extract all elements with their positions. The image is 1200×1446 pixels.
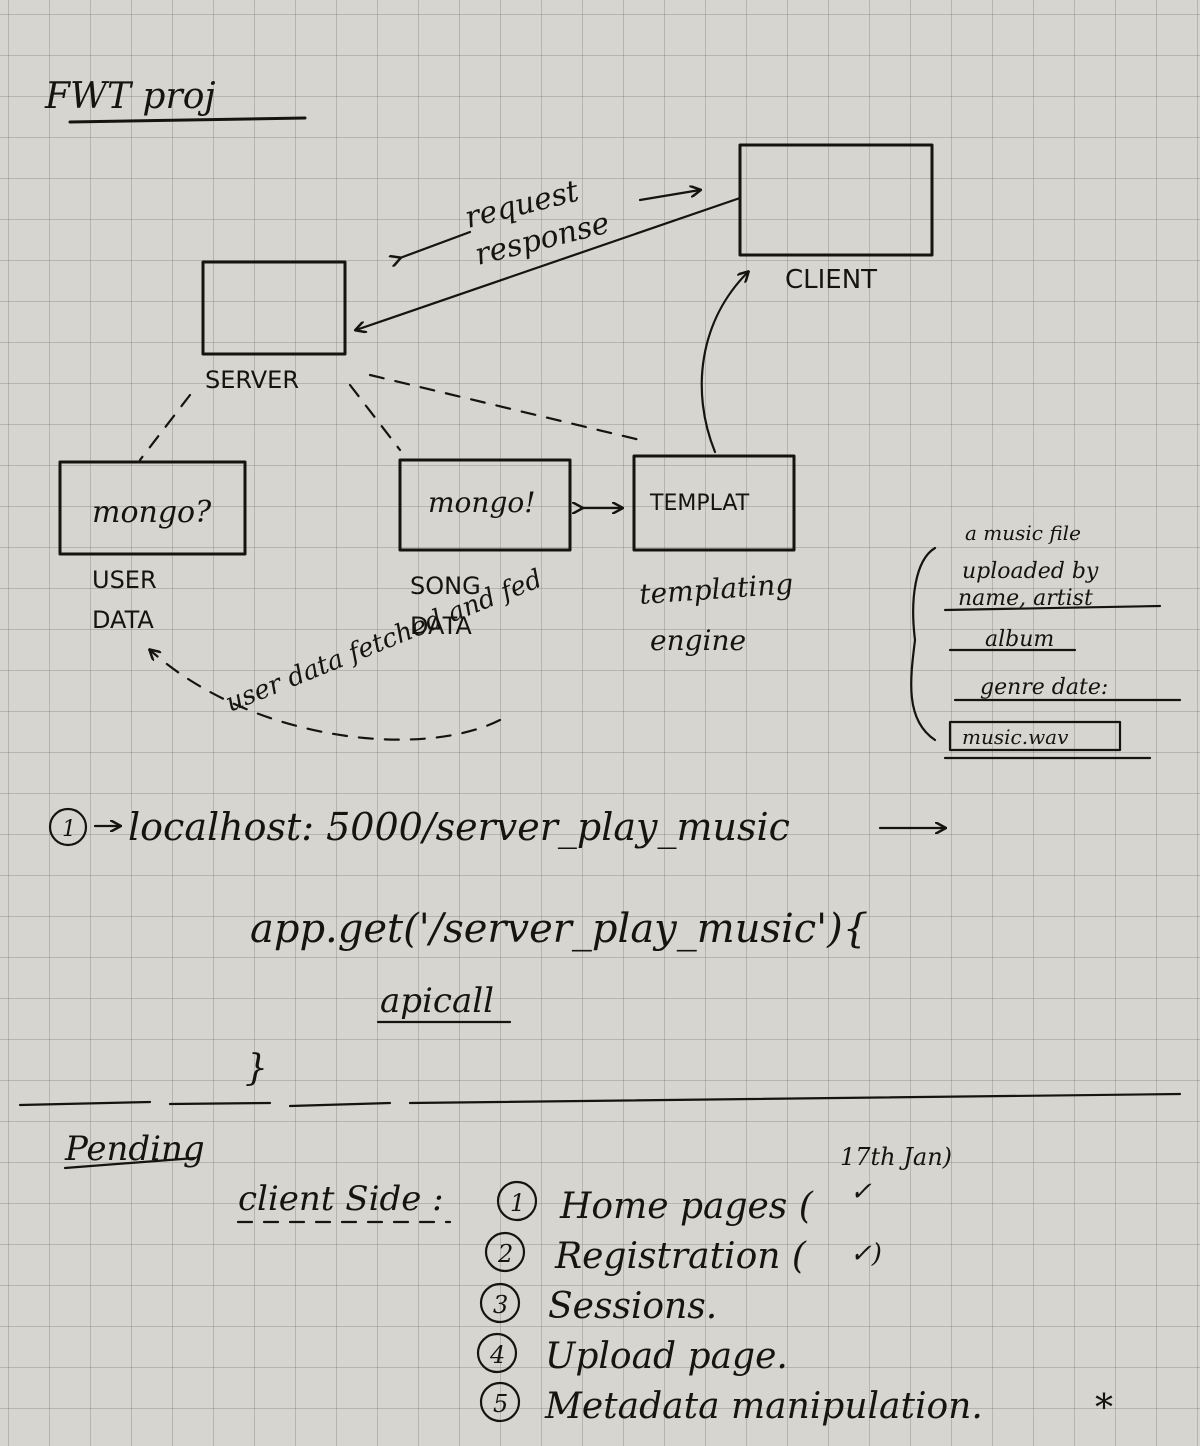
request-arrow — [400, 230, 472, 258]
pending-item-5-circle — [479, 1381, 521, 1423]
route-code-line: app.get('/server_play_music'){ — [250, 906, 868, 952]
client-side-label: client Side : — [238, 1179, 444, 1219]
client-box — [738, 143, 934, 257]
song-db-text: mongo! — [428, 486, 535, 519]
pending-item-2-circle — [484, 1231, 526, 1273]
response-arrow — [356, 196, 742, 330]
sidenote-file: music.wav — [962, 725, 1069, 749]
pending-item-1: 1 Home pages ( ✓ — [496, 1177, 872, 1227]
server-to-song-db-link — [348, 383, 402, 452]
song-db-box — [398, 458, 572, 552]
sidenote-line-1: a music file — [965, 521, 1081, 545]
section-divider — [18, 1092, 1182, 1108]
pending-item-4-text: Upload page. — [545, 1336, 788, 1377]
sidenote-brace — [910, 546, 937, 742]
route-url: localhost: 5000/server_play_music — [128, 805, 790, 850]
sidenote-file-box — [948, 720, 1122, 752]
user-db-label-1: USER — [92, 566, 157, 594]
title-underline — [68, 116, 307, 124]
pending-item-2-number: 2 — [497, 1240, 513, 1268]
route-step-circle — [48, 807, 88, 847]
route-step-number: 1 — [62, 817, 76, 842]
pending-item-5-number: 5 — [493, 1390, 508, 1418]
server-to-user-db-link — [138, 393, 192, 462]
server-to-template-link — [368, 373, 642, 442]
template-label-2: engine — [650, 624, 746, 657]
template-to-client-arrow — [700, 272, 748, 454]
client-label: CLIENT — [785, 265, 877, 295]
template-box — [632, 454, 796, 552]
server-box — [201, 260, 347, 356]
pending-item-5-text: Metadata manipulation. — [544, 1386, 983, 1427]
sidenote-rule-3 — [943, 604, 1162, 612]
template-text: TEMPLAT — [649, 491, 750, 516]
pending-item-3-text: Sessions. — [548, 1286, 717, 1327]
song-db-label-2: DATA — [410, 612, 472, 640]
route-close: } — [245, 1048, 268, 1089]
page-title: FWT proj — [44, 76, 216, 117]
pending-item-4: 4 Upload page. — [476, 1332, 788, 1377]
pending-item-3: 3 Sessions. — [479, 1282, 717, 1327]
pending-item-1-tick: ✓ — [850, 1177, 872, 1207]
sidenote-line-5: genre date: — [980, 675, 1108, 700]
pending-item-2: 2 Registration ( ✓) — [484, 1231, 882, 1277]
user-db-text: mongo? — [92, 495, 212, 530]
pending-item-5: 5 Metadata manipulation. * — [479, 1381, 1113, 1429]
pending-item-2-text: Registration ( — [554, 1236, 807, 1277]
pending-item-4-number: 4 — [489, 1341, 505, 1369]
pending-underline — [63, 1156, 197, 1170]
pending-item-1-circle — [496, 1180, 538, 1222]
pending-item-1-number: 1 — [510, 1189, 525, 1217]
server-label: SERVER — [205, 366, 299, 394]
song-db-label-1: SONG — [410, 572, 481, 600]
pending-item-2-tick: ✓) — [850, 1239, 882, 1269]
pending-item-4-circle — [476, 1332, 518, 1374]
user-data-arrow — [150, 650, 502, 741]
user-db-label-2: DATA — [92, 606, 154, 634]
sidenote-line-4: album — [985, 627, 1054, 652]
user-data-note: user data fetched and fed — [221, 564, 546, 719]
user-db-box — [58, 460, 247, 556]
sidenote-line-2: uploaded by — [962, 559, 1099, 584]
template-label-1: templating — [638, 567, 794, 611]
route-body: apicall — [380, 981, 494, 1021]
date-note: 17th Jan) — [840, 1143, 952, 1171]
pending-item-3-number: 3 — [493, 1291, 508, 1319]
pending-item-5-tick: * — [1095, 1388, 1113, 1429]
pending-item-1-text: Home pages ( — [559, 1186, 814, 1227]
pending-item-3-circle — [479, 1282, 521, 1324]
request-arrow-right — [638, 190, 700, 202]
